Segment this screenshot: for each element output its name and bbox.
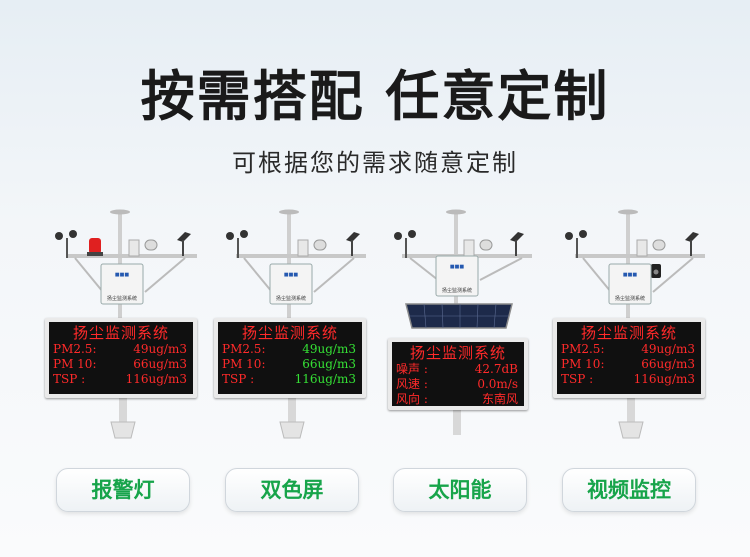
- led-row: PM2.5: 49ug/m3: [53, 342, 189, 357]
- cabinet-label: 扬尘监测系统: [615, 295, 645, 302]
- station-illustration: ■■■ 扬尘监测系统: [55, 209, 197, 439]
- station-illustration: ■■■ 扬尘监测系统: [394, 209, 532, 435]
- led-value: 116ug/m3: [294, 372, 356, 386]
- led-row: PM2.5: 49ug/m3: [222, 342, 358, 357]
- led-key: PM2.5:: [561, 342, 605, 356]
- led-key: PM2.5:: [222, 342, 266, 356]
- led-value: 东南风: [481, 392, 518, 406]
- led-key: 噪声 :: [396, 362, 428, 376]
- led-row: TSP : 116ug/m3: [53, 372, 189, 387]
- led-row: 风向 : 东南风: [396, 392, 520, 406]
- station-video: ■■■ 扬尘监测系统 扬尘监测系统 PM2.5: 49ug/m3 PM 10: 66…: [553, 200, 723, 445]
- led-value: 49ug/m3: [641, 342, 695, 356]
- station-illustration: ■■■ 扬尘监测系统: [565, 209, 705, 439]
- station-illustration: ■■■ 扬尘监测系统: [226, 209, 366, 439]
- led-value: 42.7dB: [474, 362, 518, 376]
- led-title: 扬尘监测系统: [241, 324, 338, 342]
- led-row: PM 10: 66ug/m3: [222, 357, 358, 372]
- led-screen: 扬尘监测系统 噪声 : 42.7dB 风速 : 0.0m/s 风向 : 东南风: [388, 338, 528, 410]
- station-solar: ■■■ 扬尘监测系统 扬尘监测系统 噪声 : 42.7dB 风速 : 0.0m/s …: [388, 200, 558, 445]
- led-screen: 扬尘监测系统 PM2.5: 49ug/m3 PM 10: 66ug/m3 TSP :…: [214, 318, 366, 398]
- led-value: 0.0m/s: [477, 377, 518, 391]
- svg-text:■■■: ■■■: [450, 264, 464, 270]
- station-dual-color: ■■■ 扬尘监测系统 扬尘监测系统 PM2.5: 49ug/m3 PM 10: 66…: [214, 200, 384, 445]
- led-key: PM2.5:: [53, 342, 97, 356]
- led-value: 116ug/m3: [125, 372, 187, 386]
- led-key: PM 10:: [53, 357, 97, 371]
- led-value: 116ug/m3: [633, 372, 695, 386]
- led-key: TSP :: [222, 372, 255, 386]
- cabinet-label: 扬尘监测系统: [442, 287, 472, 294]
- led-key: 风向 :: [396, 392, 428, 406]
- led-row: PM 10: 66ug/m3: [561, 357, 697, 372]
- headline: 按需搭配 任意定制: [140, 65, 610, 128]
- led-value: 49ug/m3: [302, 342, 356, 356]
- led-row: 风速 : 0.0m/s: [396, 377, 520, 392]
- option-alarm-light-button[interactable]: 报警灯: [56, 468, 190, 512]
- led-title: 扬尘监测系统: [409, 344, 506, 362]
- led-key: 风速 :: [396, 377, 428, 391]
- led-key: TSP :: [561, 372, 594, 386]
- led-row: PM 10: 66ug/m3: [53, 357, 189, 372]
- led-screen: 扬尘监测系统 PM2.5: 49ug/m3 PM 10: 66ug/m3 TSP :…: [45, 318, 197, 398]
- led-key: TSP :: [53, 372, 86, 386]
- led-value: 66ug/m3: [302, 357, 356, 371]
- svg-text:■■■: ■■■: [284, 272, 298, 278]
- subline: 可根据您的需求随意定制: [232, 149, 518, 177]
- svg-text:■■■: ■■■: [623, 272, 637, 278]
- svg-text:■■■: ■■■: [115, 272, 129, 278]
- option-dual-color-button[interactable]: 双色屏: [225, 468, 359, 512]
- led-title: 扬尘监测系统: [72, 324, 169, 342]
- led-value: 66ug/m3: [133, 357, 187, 371]
- led-row: 噪声 : 42.7dB: [396, 362, 520, 377]
- option-video-button[interactable]: 视频监控: [562, 468, 696, 512]
- led-row: TSP : 116ug/m3: [561, 372, 697, 387]
- led-value: 66ug/m3: [641, 357, 695, 371]
- led-row: PM2.5: 49ug/m3: [561, 342, 697, 357]
- led-row: TSP : 116ug/m3: [222, 372, 358, 387]
- cabinet-label: 扬尘监测系统: [276, 295, 306, 302]
- led-value: 49ug/m3: [133, 342, 187, 356]
- led-key: PM 10:: [561, 357, 605, 371]
- led-title: 扬尘监测系统: [580, 324, 677, 342]
- option-solar-button[interactable]: 太阳能: [393, 468, 527, 512]
- led-key: PM 10:: [222, 357, 266, 371]
- station-alarm-light: ■■■ 扬尘监测系统 扬尘监测系统 PM2.5: 49ug/m3 PM 10: 66…: [45, 200, 215, 445]
- cabinet-label: 扬尘监测系统: [107, 295, 137, 302]
- led-screen: 扬尘监测系统 PM2.5: 49ug/m3 PM 10: 66ug/m3 TSP :…: [553, 318, 705, 398]
